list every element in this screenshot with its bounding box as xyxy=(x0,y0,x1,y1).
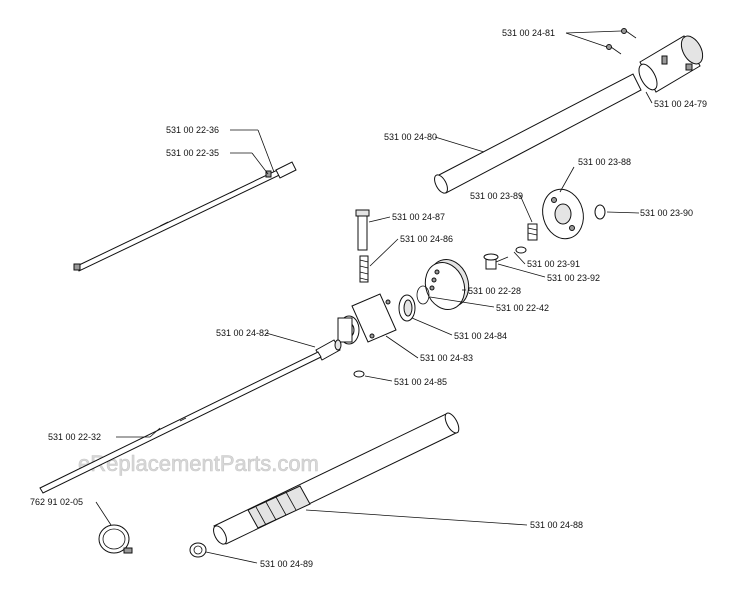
hose-clamp-drawing xyxy=(98,524,133,554)
part-label: 531 00 23-90 xyxy=(640,208,693,218)
part-label: 531 00 24-79 xyxy=(654,99,707,109)
part-label: 531 00 24-85 xyxy=(394,377,447,387)
clutch-drum-drawing xyxy=(424,259,470,310)
clutch-shoes-drawing xyxy=(542,188,584,240)
shoulder-bolt-drawing xyxy=(483,253,509,270)
part-label: 531 00 24-82 xyxy=(216,328,269,338)
shoe-spring-drawing xyxy=(527,223,538,241)
flat-washer-drawing xyxy=(594,204,606,220)
drive-cable-drawing xyxy=(73,161,297,272)
splined-shaft-drawing xyxy=(213,412,460,545)
part-label: 531 00 24-86 xyxy=(400,234,453,244)
part-label: 531 00 24-84 xyxy=(454,331,507,341)
shaft-tube-drawing xyxy=(434,73,642,194)
part-label: 762 91 02-05 xyxy=(30,497,83,507)
part-label: 531 00 23-91 xyxy=(527,259,580,269)
part-label: 531 00 24-89 xyxy=(260,559,313,569)
part-label: 531 00 22-36 xyxy=(166,125,219,135)
part-label: 531 00 22-28 xyxy=(468,286,521,296)
tube-coupling-drawing xyxy=(638,35,704,93)
clutch-pin-drawing xyxy=(355,209,370,251)
small-washer-drawing xyxy=(515,246,527,254)
clutch-spring-drawing xyxy=(359,255,369,283)
shaft-bushing-drawing xyxy=(189,542,207,558)
bearing-housing-drawing xyxy=(337,293,397,345)
part-label: 531 00 24-81 xyxy=(502,28,555,38)
part-labels: 531 00 24-81 531 00 24-79 531 00 24-80 5… xyxy=(30,28,707,569)
part-label: 531 00 23-88 xyxy=(578,157,631,167)
part-label: 531 00 23-89 xyxy=(470,191,523,201)
part-label: 531 00 22-35 xyxy=(166,148,219,158)
washer-drawing xyxy=(353,370,365,378)
bearing-ring-drawing xyxy=(398,294,416,322)
part-label: 531 00 22-32 xyxy=(48,432,101,442)
coupling-screws-drawing xyxy=(606,28,637,55)
part-label: 531 00 22-42 xyxy=(496,303,549,313)
part-label: 531 00 24-80 xyxy=(384,132,437,142)
part-label: 531 00 24-88 xyxy=(530,520,583,530)
leader-lines xyxy=(95,30,653,564)
part-label: 531 00 23-92 xyxy=(547,273,600,283)
part-label: 531 00 24-87 xyxy=(392,212,445,222)
part-label: 531 00 24-83 xyxy=(420,353,473,363)
drive-shaft-drawing xyxy=(39,351,322,494)
snap-ring-drawing xyxy=(416,285,430,305)
